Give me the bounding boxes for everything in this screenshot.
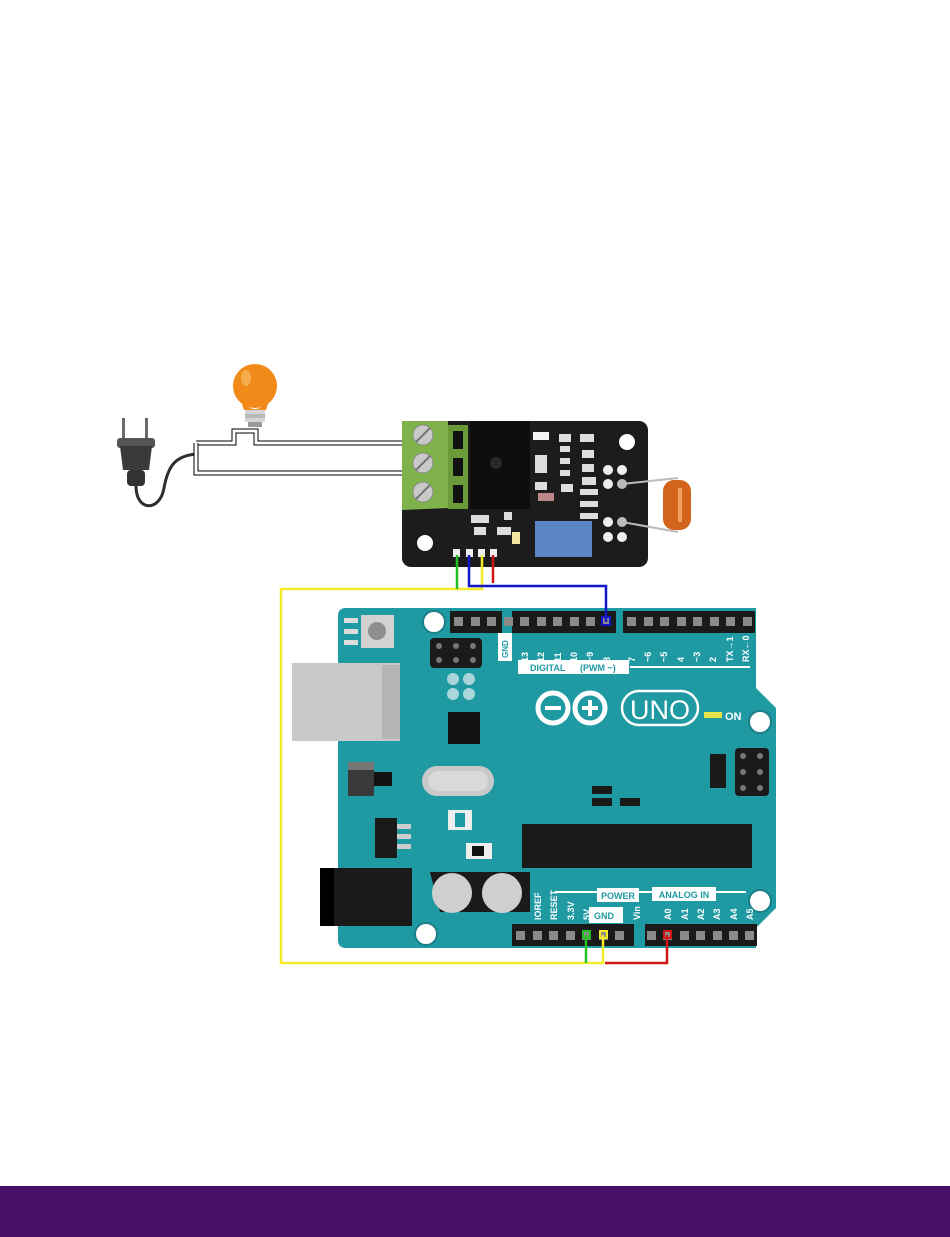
power-pin-label: Vin [632, 906, 642, 920]
header-pin [516, 931, 525, 940]
power-plug-icon [117, 418, 196, 506]
header-pin [696, 931, 705, 940]
header-pin [549, 931, 558, 940]
mounting-hole-icon [749, 711, 771, 733]
mounting-hole-icon [415, 923, 437, 945]
header-pin [615, 931, 624, 940]
uno-logo-text: UNO [630, 695, 690, 725]
header-pin [553, 617, 562, 626]
analog-pin-label: A1 [680, 908, 690, 920]
power-pin-label: RESET [549, 889, 559, 920]
header-pin [647, 931, 656, 940]
footer-bar [0, 1186, 950, 1237]
header-pin [644, 617, 653, 626]
analog-pin-label: A2 [696, 908, 706, 920]
header-pin [745, 931, 754, 940]
digital-pin-label: 2 [708, 657, 718, 662]
power-pin-label: 5V [582, 909, 592, 920]
digital-label: DIGITAL [530, 663, 566, 673]
header-pin [504, 617, 513, 626]
header-pin [586, 617, 595, 626]
pwm-label: (PWM ~) [580, 663, 616, 673]
relay-module [402, 421, 648, 567]
header-pin [726, 617, 735, 626]
power-pin-label: GND [594, 911, 615, 921]
header-pin [533, 931, 542, 940]
header-pin [454, 617, 463, 626]
on-led-label: ON [725, 711, 742, 723]
analog-pin-label: A3 [712, 908, 722, 920]
mains-wires [196, 431, 408, 473]
header-pin [713, 931, 722, 940]
header-pin [627, 617, 636, 626]
analog-pin-label: A5 [745, 908, 755, 920]
analog-in-label: ANALOG IN [659, 890, 710, 900]
header-pin [660, 617, 669, 626]
digital-pin-label: ~3 [692, 652, 702, 662]
digital-pin-label: 4 [676, 657, 686, 662]
digital-pin-label: TX→1 [725, 636, 735, 662]
gnd-top-label: GND [501, 640, 510, 658]
header-pin [570, 617, 579, 626]
header-pin [537, 617, 546, 626]
header-pin [520, 617, 529, 626]
header-pin [743, 617, 752, 626]
digital-pin-label: ~5 [659, 652, 669, 662]
analog-pin-label: A0 [663, 908, 673, 920]
light-bulb-icon [233, 364, 277, 427]
header-pin [487, 617, 496, 626]
mounting-hole-icon [619, 434, 635, 450]
header-pin [710, 617, 719, 626]
header-pin [680, 931, 689, 940]
header-pin [729, 931, 738, 940]
power-pin-label: IOREF [533, 892, 543, 920]
digital-pin-label: RX←0 [741, 635, 751, 662]
power-pin-label: 3.3V [566, 901, 576, 920]
header-pin [693, 617, 702, 626]
screw-terminal [402, 421, 468, 510]
mounting-hole-icon [423, 611, 445, 633]
header-pin [471, 617, 480, 626]
mounting-hole-icon [417, 535, 433, 551]
header-pin [566, 931, 575, 940]
power-label: POWER [601, 891, 636, 901]
header-pin [677, 617, 686, 626]
digital-pin-label: ~6 [643, 652, 653, 662]
analog-pin-label: A4 [729, 908, 739, 920]
